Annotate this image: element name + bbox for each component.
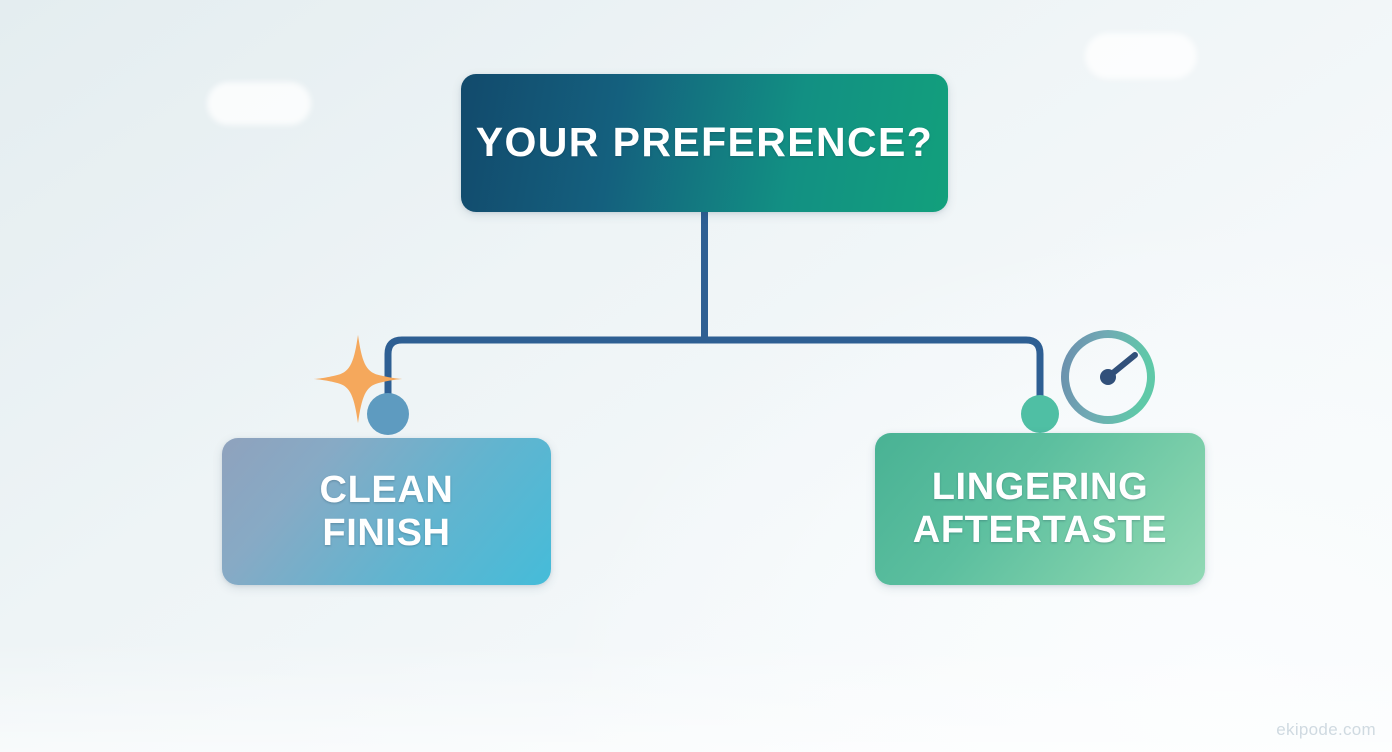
node-clean-finish-label: CLEAN FINISH (320, 469, 454, 554)
connector-dot-right (1021, 395, 1059, 433)
node-clean-finish[interactable]: CLEAN FINISH (222, 438, 551, 585)
node-lingering-aftertaste-label: LINGERING AFTERTASTE (913, 466, 1167, 551)
watermark: ekipode.com (1276, 720, 1376, 739)
node-clean-finish-label-line1: CLEAN (319, 468, 454, 511)
node-root[interactable]: YOUR PREFERENCE? (461, 74, 948, 212)
decorative-pill-top-left (207, 82, 311, 125)
node-root-label: YOUR PREFERENCE? (475, 119, 934, 166)
sparkle-icon (313, 334, 403, 424)
node-lingering-aftertaste-label-line1: LINGERING (931, 466, 1149, 509)
node-clean-finish-label-line2: FINISH (322, 511, 451, 554)
decorative-pill-top-right (1085, 33, 1197, 79)
connector-dot-left (367, 393, 409, 435)
gauge-icon (1061, 330, 1155, 424)
node-lingering-aftertaste-label-line2: AFTERTASTE (912, 509, 1168, 551)
node-lingering-aftertaste[interactable]: LINGERING AFTERTASTE (875, 433, 1205, 585)
